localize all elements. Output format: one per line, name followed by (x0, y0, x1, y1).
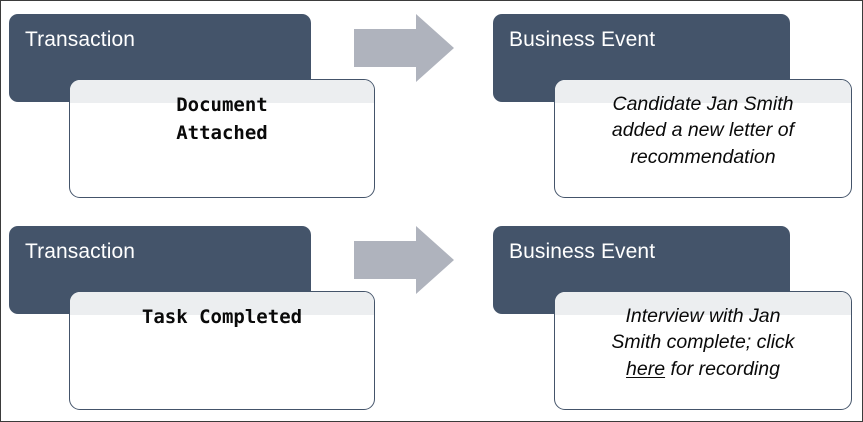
card-band (555, 80, 851, 103)
business-event-line-1: Candidate Jan Smith (612, 93, 794, 115)
transaction-card-line-1: Task Completed (141, 306, 303, 328)
recording-link[interactable]: here (626, 357, 666, 380)
diagram-row-1: Transaction Document Attached Business E… (1, 1, 862, 201)
transaction-card-line-2: Attached (176, 121, 268, 144)
transaction-card-text-1: Document Attached (70, 80, 374, 147)
business-event-line-3-suffix: for recording (665, 357, 780, 380)
card-band (70, 292, 374, 315)
business-event-line-1: Interview with Jan (625, 305, 781, 327)
business-event-card-1: Candidate Jan Smith added a new letter o… (554, 79, 852, 198)
transaction-card-2: Task Completed (69, 291, 375, 410)
business-event-card-text-1: Candidate Jan Smith added a new letter o… (555, 80, 851, 170)
diagram-row-2: Transaction Task Completed Business Even… (1, 213, 862, 413)
right-arrow-icon-2 (354, 226, 454, 294)
card-band (70, 80, 374, 103)
business-event-line-3: here for recording (565, 356, 841, 382)
transaction-header-title-1: Transaction (25, 28, 136, 51)
transaction-card-1: Document Attached (69, 79, 375, 198)
business-event-header-title-2: Business Event (509, 240, 656, 263)
card-band (555, 292, 851, 315)
business-event-card-text-2: Interview with Jan Smith complete; click… (555, 292, 851, 382)
transaction-card-line-1: Document (176, 94, 268, 116)
business-event-line-2: Smith complete; click (611, 331, 795, 354)
transaction-header-title-2: Transaction (25, 240, 136, 263)
right-arrow-icon-1 (354, 14, 454, 82)
business-event-line-3: recommendation (630, 145, 776, 168)
business-event-header-title-1: Business Event (509, 28, 656, 51)
business-event-line-2: added a new letter of (611, 119, 795, 142)
transaction-card-text-2: Task Completed (70, 292, 374, 332)
business-event-card-2: Interview with Jan Smith complete; click… (554, 291, 852, 410)
